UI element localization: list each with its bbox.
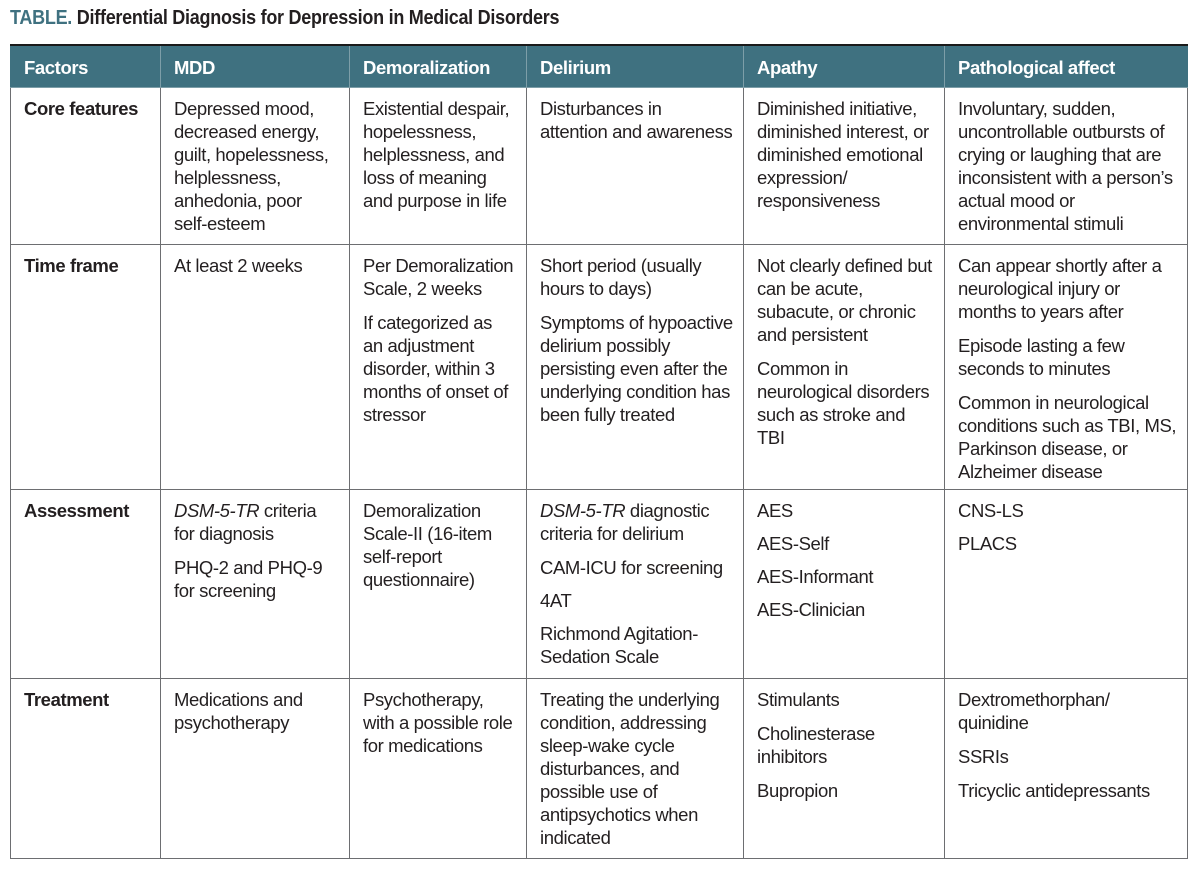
column-header-apathy: Apathy	[743, 44, 945, 88]
cell-text: If categorized as an adjustment disorder…	[363, 311, 509, 425]
row-label-time-frame: Time frame	[10, 243, 161, 490]
cell-text: Tricyclic antidepressants	[958, 779, 1150, 801]
cell-assessment-mdd: DSM-5-TR criteria for diagnosis PHQ-2 an…	[160, 488, 350, 679]
cell-text: Dextromethorphan/ quinidine	[958, 688, 1110, 733]
cell-assessment-demoralization: Demoralization Scale-II (16-item self-re…	[349, 488, 527, 679]
cell-time-frame-apathy: Not clearly defined but can be acute, su…	[743, 243, 945, 490]
cell-text: Bupropion	[757, 779, 838, 801]
cell-time-frame-delirium: Short period (usually hours to days) Sym…	[526, 243, 744, 490]
cell-text: AES-Self	[757, 532, 829, 554]
cell-text: Treating the underlying condition, addre…	[540, 688, 720, 848]
cell-assessment-apathy: AES AES-Self AES-Informant AES-Clinician	[743, 488, 945, 679]
table-row-treatment: Treatment Medications and psychotherapy …	[10, 677, 1188, 859]
row-label-treatment: Treatment	[10, 677, 161, 859]
cell-treatment-pathological-affect: Dextromethorphan/ quinidine SSRIs Tricyc…	[944, 677, 1188, 859]
cell-text: Stimulants	[757, 688, 840, 710]
differential-diagnosis-table: Factors MDD Demoralization Delirium Apat…	[10, 44, 1188, 859]
cell-treatment-apathy: Stimulants Cholinesterase inhibitors Bup…	[743, 677, 945, 859]
column-header-pathological-affect: Pathological affect	[944, 44, 1188, 88]
cell-core-features-apathy: Diminished initiative, diminished intere…	[743, 86, 945, 245]
cell-treatment-mdd: Medications and psychotherapy	[160, 677, 350, 859]
cell-text: Episode lasting a few seconds to minutes	[958, 334, 1125, 379]
cell-core-features-pathological-affect: Involuntary, sudden, uncontrollable outb…	[944, 86, 1188, 245]
cell-treatment-delirium: Treating the underlying condition, addre…	[526, 677, 744, 859]
column-header-mdd: MDD	[160, 44, 350, 88]
cell-text: AES	[757, 499, 793, 521]
cell-core-features-demoralization: Existential despair, hopelessness, helpl…	[349, 86, 527, 245]
cell-text: Existential despair, hopelessness, helpl…	[363, 97, 510, 211]
column-header-demoralization: Demoralization	[349, 44, 527, 88]
cell-text: Disturbances in attention and awareness	[540, 97, 733, 142]
cell-text: Common in neurological disorders such as…	[757, 357, 930, 448]
table-title-lead: TABLE.	[10, 7, 73, 29]
table-title: TABLE. Differential Diagnosis for Depres…	[10, 7, 560, 30]
cell-text: Demoralization Scale-II (16-item self-re…	[363, 499, 492, 590]
cell-time-frame-demoralization: Per Demoralization Scale, 2 weeks If cat…	[349, 243, 527, 490]
cell-text: Medications and psychotherapy	[174, 688, 303, 733]
cell-text: Not clearly defined but can be acute, su…	[757, 254, 932, 345]
table-title-text: Differential Diagnosis for Depression in…	[76, 7, 560, 29]
cell-text: DSM-5-TR diagnostic criteria for deliriu…	[540, 499, 710, 544]
cell-text: 4AT	[540, 589, 572, 611]
cell-text: Involuntary, sudden, uncontrollable outb…	[958, 97, 1173, 234]
cell-text: Short period (usually hours to days)	[540, 254, 702, 299]
cell-text: Symptoms of hypoactive delirium possibly…	[540, 311, 733, 425]
cell-text: At least 2 weeks	[174, 254, 303, 276]
column-header-factors: Factors	[10, 44, 161, 88]
cell-text: Common in neurological conditions such a…	[958, 391, 1177, 482]
cell-text: AES-Informant	[757, 565, 874, 587]
row-label-assessment: Assessment	[10, 488, 161, 679]
cell-text: PHQ-2 and PHQ-9 for screening	[174, 556, 323, 601]
cell-text: Cholinesterase inhibitors	[757, 722, 875, 767]
cell-text: AES-Clinician	[757, 598, 865, 620]
table-row-assessment: Assessment DSM-5-TR criteria for diagnos…	[10, 488, 1188, 679]
cell-text: Psychotherapy, with a possible role for …	[363, 688, 513, 756]
cell-time-frame-pathological-affect: Can appear shortly after a neurological …	[944, 243, 1188, 490]
cell-text: Depressed mood, decreased energy, guilt,…	[174, 97, 329, 234]
table-row-core-features: Core features Depressed mood, decreased …	[10, 86, 1188, 245]
cell-text: Per Demoralization Scale, 2 weeks	[363, 254, 514, 299]
cell-text: Richmond Agitation-Sedation Scale	[540, 622, 698, 667]
row-label-core-features: Core features	[10, 86, 161, 245]
cell-assessment-delirium: DSM-5-TR diagnostic criteria for deliriu…	[526, 488, 744, 679]
column-header-delirium: Delirium	[526, 44, 744, 88]
cell-text: PLACS	[958, 532, 1017, 554]
cell-text: DSM-5-TR criteria for diagnosis	[174, 499, 317, 544]
cell-core-features-delirium: Disturbances in attention and awareness	[526, 86, 744, 245]
table-header-row: Factors MDD Demoralization Delirium Apat…	[10, 44, 1188, 88]
cell-assessment-pathological-affect: CNS-LS PLACS	[944, 488, 1188, 679]
cell-core-features-mdd: Depressed mood, decreased energy, guilt,…	[160, 86, 350, 245]
cell-treatment-demoralization: Psychotherapy, with a possible role for …	[349, 677, 527, 859]
cell-text: Diminished initiative, diminished intere…	[757, 97, 929, 211]
cell-text: Can appear shortly after a neurological …	[958, 254, 1162, 322]
cell-text: CNS-LS	[958, 499, 1024, 521]
table-row-time-frame: Time frame At least 2 weeks Per Demorali…	[10, 243, 1188, 490]
cell-time-frame-mdd: At least 2 weeks	[160, 243, 350, 490]
cell-text: CAM-ICU for screening	[540, 556, 723, 578]
cell-text: SSRIs	[958, 745, 1009, 767]
